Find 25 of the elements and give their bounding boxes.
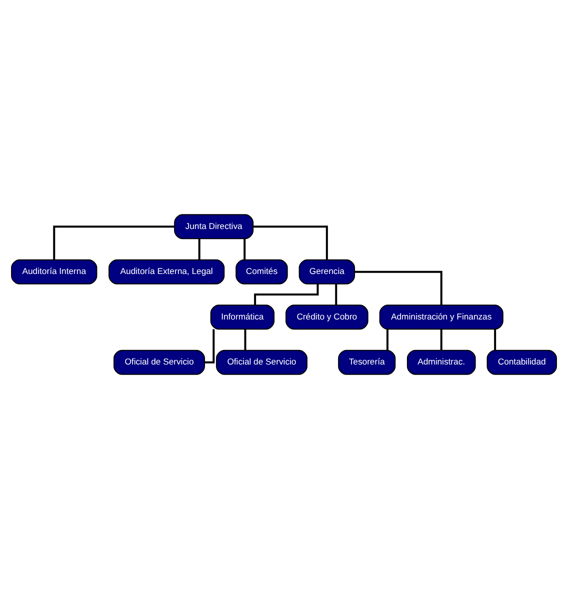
node-box: Tesorería [338,350,396,375]
node-box: Auditoría Interna [11,259,98,284]
node-box: Auditoría Externa, Legal [108,259,225,284]
connector [494,329,496,350]
connector [354,270,442,305]
node-box: Contabilidad [486,350,557,375]
node-box: Administración y Finanzas [379,304,504,330]
node-box: Crédito y Cobro [286,304,368,330]
connector [253,226,328,260]
node-box: Administrac. [406,350,476,375]
node-box: Oficial de Servicio [114,350,205,375]
node-box: Oficial de Servicio [216,350,308,375]
node-box: Junta Directiva [174,214,254,240]
connector [386,329,388,350]
node-box: Informática [210,304,275,330]
node-box: Gerencia [298,259,356,284]
connector [204,329,215,364]
connector [198,238,200,260]
connector [244,238,246,260]
connector [53,226,175,260]
node-box: Comités [236,259,288,284]
connector [254,284,319,306]
connector [244,329,246,350]
connector [440,329,442,350]
connector [335,284,338,305]
